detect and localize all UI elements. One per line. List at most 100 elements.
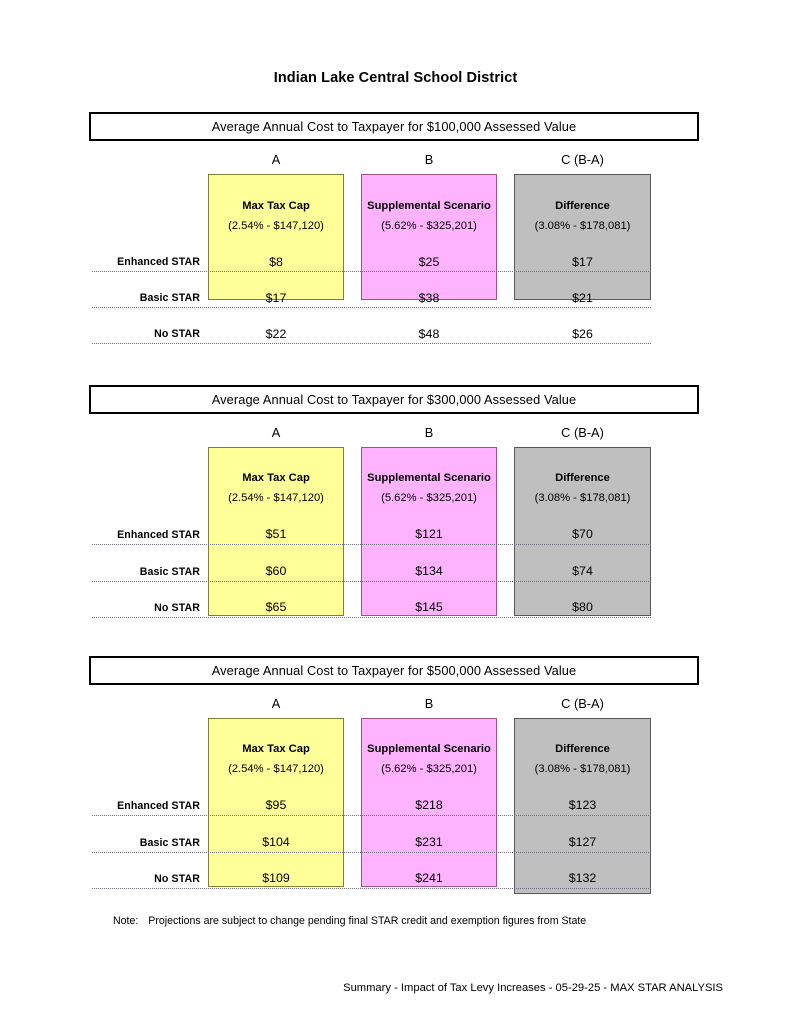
column-letter-b: B (424, 425, 434, 440)
table-cell-value: $60 (265, 564, 287, 578)
column-block-supplemental-scenario (361, 447, 497, 616)
table-cell-value: $134 (415, 564, 443, 578)
column-header-difference: Difference (3.08% - $178,081) (514, 200, 651, 233)
column-header-max-tax-cap: Max Tax Cap (2.54% - $147,120) (208, 743, 344, 776)
row-label: Basic STAR (139, 566, 200, 578)
table-cell-value: $121 (415, 527, 443, 541)
row-separator (92, 815, 651, 816)
column-header-sub: (3.08% - $178,081) (534, 492, 631, 505)
footnote: Note: Projections are subject to change … (113, 915, 586, 927)
column-header-name: Max Tax Cap (242, 743, 310, 755)
column-header-sub: (5.62% - $325,201) (381, 220, 477, 233)
column-header-sub: (2.54% - $147,120) (228, 763, 324, 776)
table-cell-value: $127 (568, 835, 597, 849)
row-label: No STAR (154, 328, 200, 340)
column-block-supplemental-scenario (361, 718, 497, 887)
section-banner: Average Annual Cost to Taxpayer for $500… (89, 656, 699, 685)
column-header-supplemental-scenario: Supplemental Scenario (5.62% - $325,201) (361, 200, 497, 233)
column-header-sub: (5.62% - $325,201) (381, 763, 477, 776)
column-header-max-tax-cap: Max Tax Cap (2.54% - $147,120) (208, 200, 344, 233)
table-cell-value: $65 (265, 600, 287, 614)
table-cell-value: $26 (572, 327, 593, 341)
column-header-name: Supplemental Scenario (367, 743, 491, 755)
column-letter-b: B (424, 696, 434, 711)
column-letter-c: C (B-A) (561, 152, 604, 167)
table-cell-value: $70 (572, 527, 593, 541)
table-cell-value: $22 (265, 327, 287, 341)
column-header-name: Difference (555, 472, 610, 484)
table-cell-value: $241 (415, 871, 443, 885)
row-separator (92, 271, 651, 272)
table-cell-value: $95 (265, 798, 287, 812)
row-separator (92, 581, 651, 582)
column-header-name: Difference (555, 200, 610, 212)
column-header-difference: Difference (3.08% - $178,081) (514, 743, 651, 776)
column-letter-c: C (B-A) (561, 425, 604, 440)
column-header-supplemental-scenario: Supplemental Scenario (5.62% - $325,201) (361, 472, 497, 505)
column-letter-c: C (B-A) (561, 696, 604, 711)
row-separator (92, 544, 651, 545)
row-label: Basic STAR (139, 837, 200, 849)
row-separator (92, 307, 651, 308)
column-header-sub: (2.54% - $147,120) (228, 492, 324, 505)
row-separator (92, 343, 651, 344)
column-block-supplemental-scenario (361, 174, 497, 300)
table-cell-value: $25 (418, 255, 440, 269)
table-cell-value: $104 (262, 835, 290, 849)
section-banner-label: Average Annual Cost to Taxpayer for $500… (211, 663, 577, 678)
column-header-difference: Difference (3.08% - $178,081) (514, 472, 651, 505)
column-header-max-tax-cap: Max Tax Cap (2.54% - $147,120) (208, 472, 344, 505)
table-cell-value: $8 (269, 255, 283, 269)
page-footer: Summary - Impact of Tax Levy Increases -… (343, 982, 723, 994)
row-label: Enhanced STAR (117, 529, 200, 541)
table-cell-value: $218 (415, 798, 443, 812)
table-cell-value: $38 (418, 291, 440, 305)
column-header-sub: (3.08% - $178,081) (534, 763, 631, 776)
column-letter-a: A (271, 425, 281, 440)
table-cell-value: $231 (415, 835, 443, 849)
row-separator (92, 852, 651, 853)
table-cell-value: $51 (265, 527, 287, 541)
row-label: No STAR (154, 873, 200, 885)
column-letter-b: B (424, 152, 434, 167)
column-block-max-tax-cap (208, 174, 344, 300)
column-block-difference (514, 174, 651, 300)
table-cell-value: $17 (265, 291, 287, 305)
column-header-name: Max Tax Cap (242, 472, 310, 484)
column-block-difference (514, 447, 651, 616)
row-label: No STAR (154, 602, 200, 614)
column-header-name: Max Tax Cap (242, 200, 310, 212)
section-banner-label: Average Annual Cost to Taxpayer for $300… (211, 392, 577, 407)
column-header-supplemental-scenario: Supplemental Scenario (5.62% - $325,201) (361, 743, 497, 776)
row-label: Enhanced STAR (117, 800, 200, 812)
footnote-label: Note: (113, 915, 139, 927)
table-cell-value: $17 (572, 255, 593, 269)
table-cell-value: $80 (572, 600, 593, 614)
column-header-name: Supplemental Scenario (367, 200, 491, 212)
table-cell-value: $21 (572, 291, 593, 305)
table-cell-value: $48 (418, 327, 440, 341)
column-header-sub: (5.62% - $325,201) (381, 492, 477, 505)
section-banner-label: Average Annual Cost to Taxpayer for $100… (211, 119, 577, 134)
column-header-name: Difference (555, 743, 610, 755)
column-block-max-tax-cap (208, 447, 344, 616)
row-separator (92, 888, 651, 889)
table-cell-value: $145 (415, 600, 443, 614)
column-header-name: Supplemental Scenario (367, 472, 491, 484)
column-block-difference (514, 718, 651, 894)
footnote-text: Projections are subject to change pendin… (148, 915, 587, 927)
table-cell-value: $74 (572, 564, 593, 578)
column-header-sub: (3.08% - $178,081) (534, 220, 631, 233)
column-letter-a: A (271, 696, 281, 711)
table-cell-value: $109 (262, 871, 290, 885)
row-separator (92, 617, 651, 618)
section-banner: Average Annual Cost to Taxpayer for $300… (89, 385, 699, 414)
row-label: Enhanced STAR (117, 256, 200, 268)
page-title: Indian Lake Central School District (273, 70, 518, 86)
table-cell-value: $123 (568, 798, 597, 812)
section-banner: Average Annual Cost to Taxpayer for $100… (89, 112, 699, 141)
column-block-max-tax-cap (208, 718, 344, 887)
table-cell-value: $132 (568, 871, 597, 885)
row-label: Basic STAR (139, 292, 200, 304)
column-header-sub: (2.54% - $147,120) (228, 220, 324, 233)
